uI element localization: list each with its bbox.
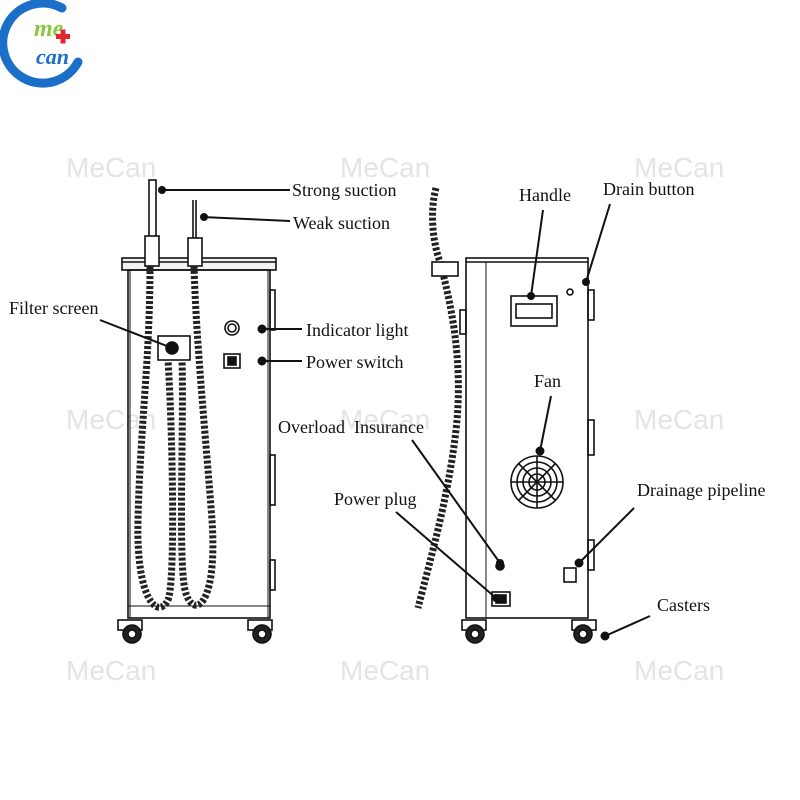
label-indicator-light: Indicator light	[306, 320, 409, 340]
label-weak-suction: Weak suction	[293, 213, 391, 233]
label-handle: Handle	[519, 185, 571, 205]
label-drain-button: Drain button	[603, 179, 695, 199]
watermark: MeCan	[66, 404, 157, 435]
watermark: MeCan	[340, 655, 431, 686]
mecan-logo: me can	[0, 0, 83, 88]
watermark: MeCan	[634, 152, 725, 183]
label-strong-suction: Strong suction	[292, 180, 397, 200]
svg-text:can: can	[36, 44, 69, 69]
watermark: MeCan	[340, 404, 431, 435]
watermark: MeCan	[66, 655, 157, 686]
label-drainage-pipeline: Drainage pipeline	[637, 480, 766, 500]
label-power-plug: Power plug	[334, 489, 417, 509]
label-power-switch: Power switch	[306, 352, 404, 372]
label-casters: Casters	[657, 595, 710, 615]
label-fan: Fan	[534, 371, 561, 391]
label-overload-insurance: Overload Insurance	[278, 417, 424, 437]
watermark: MeCan	[634, 404, 725, 435]
watermark: MeCan	[66, 152, 157, 183]
label-filter-screen: Filter screen	[9, 298, 99, 318]
watermark: MeCan	[634, 655, 725, 686]
watermark: MeCan	[340, 152, 431, 183]
